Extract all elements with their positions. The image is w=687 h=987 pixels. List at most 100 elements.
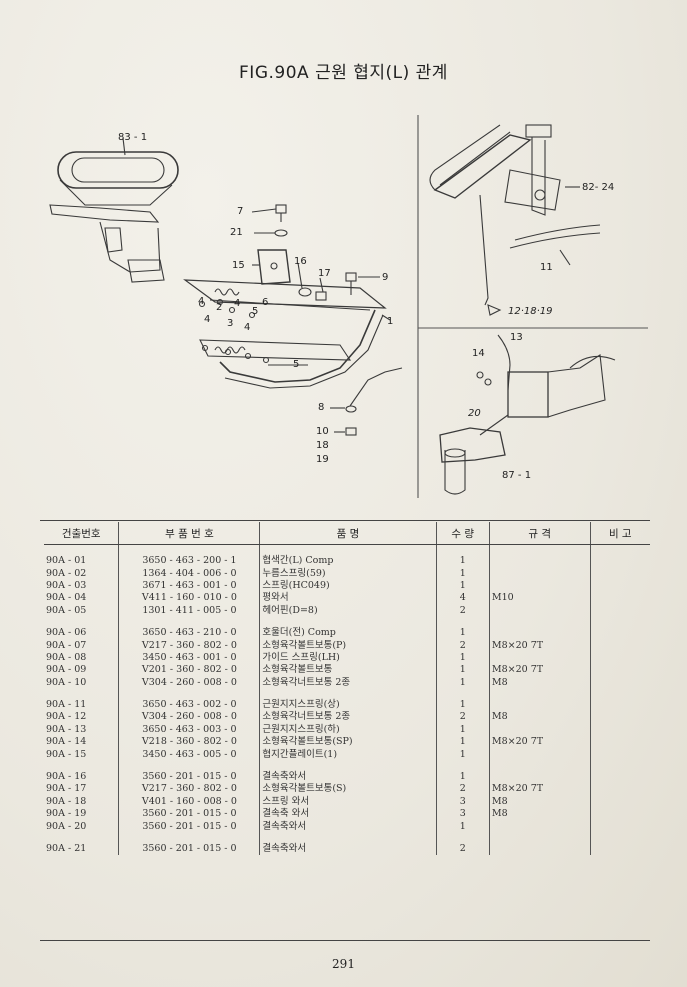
header-code: 건출번호 — [44, 522, 120, 545]
cell-qty: 1 — [436, 748, 490, 761]
callout-4c: 4 — [204, 314, 211, 325]
table-group-gap — [44, 832, 650, 843]
cell-note — [590, 724, 650, 736]
callout-87-1: 87 - 1 — [502, 470, 532, 481]
cell-part: 3650 - 463 - 210 - 0 — [118, 626, 261, 640]
callout-18: 18 — [316, 440, 329, 451]
cell-spec — [489, 651, 591, 665]
callout-4d: 4 — [244, 322, 251, 333]
cell-name: 결속축와서 — [259, 770, 437, 784]
cell-note — [590, 711, 650, 723]
cell-qty: 2 — [436, 711, 490, 724]
cell-name: 스프링 와서 — [259, 795, 437, 809]
cell-name: 협색간(L) Comp — [259, 555, 437, 568]
cell-code: 90A - 08 — [44, 651, 120, 665]
cell-code: 90A - 03 — [44, 579, 120, 593]
cell-note — [590, 567, 650, 579]
cell-qty: 1 — [436, 770, 490, 784]
table-spacer — [44, 544, 650, 555]
cell-code: 90A - 15 — [44, 748, 120, 761]
cell-qty: 1 — [436, 651, 490, 665]
cell-part: V304 - 260 - 008 - 0 — [118, 711, 261, 724]
cell-code: 90A - 13 — [44, 723, 120, 737]
cell-code: 90A - 05 — [44, 604, 120, 617]
cell-part: 3650 - 463 - 200 - 1 — [118, 555, 261, 568]
cell-qty: 1 — [436, 736, 490, 749]
cell-name: 협지간플레이트(1) — [259, 748, 437, 761]
cell-part: V401 - 160 - 008 - 0 — [118, 795, 261, 809]
cell-spec — [489, 555, 591, 568]
callout-21: 21 — [230, 227, 243, 238]
cell-spec — [489, 723, 591, 737]
callout-14: 14 — [472, 348, 485, 359]
cell-code: 90A - 01 — [44, 555, 120, 568]
cell-name: 결속축와서 — [259, 842, 437, 856]
header-part-number: 부 품 번 호 — [118, 522, 261, 545]
cell-qty: 4 — [436, 592, 490, 605]
cell-qty: 1 — [436, 723, 490, 737]
cell-spec — [489, 604, 591, 617]
callout-5a: 5 — [252, 306, 259, 317]
callout-7: 7 — [237, 206, 244, 217]
callout-19: 19 — [316, 454, 329, 465]
cell-note — [590, 639, 650, 651]
header-quantity: 수 량 — [436, 522, 490, 545]
cell-name: 가이드 스프링(LH) — [259, 651, 437, 665]
cell-code: 90A - 02 — [44, 567, 120, 580]
cell-part: 3650 - 463 - 003 - 0 — [118, 723, 261, 737]
cell-note — [590, 592, 650, 604]
cell-name: 소형육각너트보통 2종 — [259, 676, 437, 689]
cell-qty: 2 — [436, 842, 490, 856]
cell-part: 3560 - 201 - 015 - 0 — [118, 808, 261, 821]
cell-spec: M8×20 7T — [489, 736, 591, 749]
callout-12-18-19: 12·18·19 — [508, 306, 553, 317]
cell-name: 호울더(전) Comp — [259, 626, 437, 640]
cell-spec: M8 — [489, 711, 591, 724]
callout-13: 13 — [510, 332, 523, 343]
cell-code: 90A - 12 — [44, 711, 120, 724]
table-group-gap — [44, 616, 650, 627]
cell-name: 소형육각볼트보통(P) — [259, 639, 437, 652]
cell-name: 소형육각볼트보통(S) — [259, 783, 437, 796]
cell-code: 90A - 07 — [44, 639, 120, 652]
cell-note — [590, 699, 650, 711]
cell-part: V217 - 360 - 802 - 0 — [118, 783, 261, 796]
callout-16: 16 — [294, 256, 307, 267]
cell-code: 90A - 06 — [44, 626, 120, 640]
cell-part: V411 - 160 - 010 - 0 — [118, 592, 261, 605]
table-bottom-rule — [40, 940, 650, 941]
callout-82-24: 82- 24 — [582, 182, 615, 193]
cell-qty: 1 — [436, 555, 490, 568]
callout-4a: 4 — [198, 296, 205, 307]
cell-part: 3650 - 463 - 002 - 0 — [118, 698, 261, 712]
cell-code: 90A - 11 — [44, 698, 120, 712]
cell-note — [590, 796, 650, 808]
cell-qty: 1 — [436, 664, 490, 677]
cell-part: 3560 - 201 - 015 - 0 — [118, 842, 261, 856]
cell-name: 소형육각볼트보통(SP) — [259, 736, 437, 749]
callout-6: 6 — [262, 297, 269, 308]
callout-15: 15 — [232, 260, 245, 271]
callout-5b: 5 — [293, 359, 300, 370]
page-number: 291 — [332, 957, 355, 971]
table-group-gap — [44, 760, 650, 771]
cell-part: 3671 - 463 - 001 - 0 — [118, 579, 261, 593]
callout-11: 11 — [540, 262, 553, 273]
cell-code: 90A - 10 — [44, 676, 120, 689]
cell-qty: 3 — [436, 795, 490, 809]
cell-name: 평와서 — [259, 592, 437, 605]
cell-code: 90A - 17 — [44, 783, 120, 796]
cell-note — [590, 843, 650, 855]
cell-code: 90A - 16 — [44, 770, 120, 784]
cell-name: 근원지지스프링(상) — [259, 698, 437, 712]
